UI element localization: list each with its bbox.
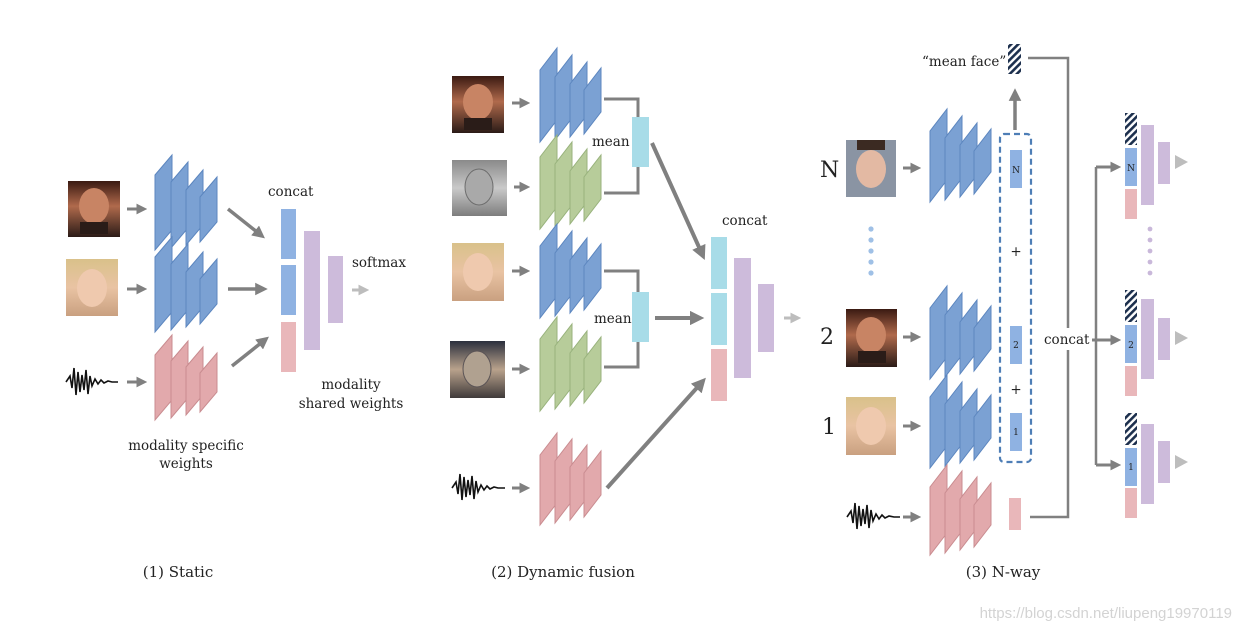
cnn-block-2 [929, 284, 992, 381]
cnn-block-1 [929, 373, 992, 470]
fc-layer-1 [304, 231, 320, 350]
feature-face-1 [281, 209, 296, 259]
output-stack-2 [1125, 290, 1188, 396]
mean-feature-top [632, 117, 649, 167]
face-image-man-gradient [452, 160, 507, 216]
panel-n-way: N 2 1 [820, 44, 1188, 581]
cnn-block-audio [929, 463, 992, 557]
row-label-2: 2 [820, 325, 834, 350]
face-image-man [68, 181, 120, 237]
cnn-block-man-rgb [539, 46, 602, 144]
slot-label-n: N [1012, 166, 1020, 176]
slot-label-1: 1 [1013, 428, 1019, 438]
vertical-ellipsis-output [1147, 226, 1153, 276]
arrow-mean-top-to-concat [650, 142, 706, 260]
cnn-block-audio [539, 431, 602, 527]
face-image-woman-gradient [450, 341, 505, 398]
output-slot-label-2: 2 [1128, 341, 1134, 351]
plus-sign-bottom: + [1010, 382, 1021, 398]
fc-layer-2 [328, 256, 343, 323]
output-stack-1 [1125, 413, 1188, 518]
concat-feature-2 [711, 293, 727, 345]
mean-top-label: mean [592, 134, 630, 150]
vertical-ellipsis [868, 226, 874, 276]
connector-top-mean [604, 97, 640, 195]
cnn-block-audio [154, 333, 218, 422]
concat-label: concat [268, 184, 314, 200]
fc-layer-1 [734, 258, 751, 378]
feature-slot-2 [1010, 326, 1022, 364]
row-label-1: 1 [822, 415, 836, 440]
concat-connector [1028, 56, 1122, 519]
output-stack-n [1125, 113, 1188, 219]
concat-label: concat [722, 213, 768, 229]
face-image-woman-1 [846, 397, 896, 455]
cnn-block-face-2 [154, 235, 218, 334]
feature-slot-1 [1010, 413, 1022, 451]
output-slot-label-n: N [1127, 164, 1135, 174]
plus-sign-top: + [1010, 244, 1021, 260]
row-label-n: N [820, 158, 839, 183]
audio-waveform [65, 367, 118, 396]
feature-face-2 [281, 265, 296, 315]
concat-feature-audio [711, 349, 727, 401]
panel-dynamic-fusion: mean mean concat (2) Dynamic fusion [450, 46, 802, 581]
face-image-man-n [846, 140, 896, 197]
specific-weights-line2: weights [159, 456, 213, 472]
arrow-cnn1-to-concat [226, 207, 265, 239]
mean-face-feature [1008, 44, 1021, 74]
feature-slot-n [1010, 150, 1022, 188]
audio-waveform [451, 473, 505, 501]
face-image-man-2 [846, 309, 897, 367]
mean-face-label: “mean face” [922, 54, 1006, 70]
softmax-label: softmax [352, 255, 406, 271]
concat-feature-1 [711, 237, 727, 289]
cnn-block-face-1 [154, 153, 218, 252]
cnn-block-n [929, 107, 992, 204]
sum-dashed-box [998, 132, 1033, 464]
face-image-woman-rgb [452, 243, 504, 301]
connector-bottom-mean [604, 269, 640, 369]
mean-feature-bottom [632, 292, 649, 342]
mean-bottom-label: mean [594, 311, 632, 327]
cnn-block-man-gradient [539, 133, 602, 231]
caption-static: (1) Static [143, 563, 214, 581]
face-image-man-rgb [452, 76, 504, 133]
specific-weights-line1: modality specific [128, 438, 244, 454]
audio-waveform [846, 502, 900, 530]
feature-audio [281, 322, 296, 372]
watermark: https://blog.csdn.net/liupeng19970119 [980, 605, 1232, 622]
cnn-block-woman-rgb [539, 222, 602, 320]
caption-n-way: (3) N-way [966, 563, 1041, 581]
slot-label-2: 2 [1013, 341, 1019, 351]
concat-label-bg [1038, 328, 1092, 350]
caption-dynamic-fusion: (2) Dynamic fusion [491, 563, 635, 581]
face-image-woman [66, 259, 118, 316]
shared-weights-line1: modality [321, 377, 381, 393]
fc-layer-2 [758, 284, 774, 352]
arrow-audio-to-concat [605, 377, 706, 490]
arrow-cnn3-to-concat [230, 336, 269, 368]
panel-static: concat softmax modality shared weights m… [65, 153, 406, 581]
arrows-input-to-cnn [512, 97, 531, 494]
shared-weights-line2: shared weights [299, 396, 404, 412]
cnn-block-woman-gradient [539, 315, 602, 413]
output-slot-label-1: 1 [1128, 463, 1134, 473]
concat-label: concat [1044, 332, 1090, 348]
audio-feature [1009, 498, 1021, 530]
arrows-input-to-cnn [903, 162, 922, 523]
